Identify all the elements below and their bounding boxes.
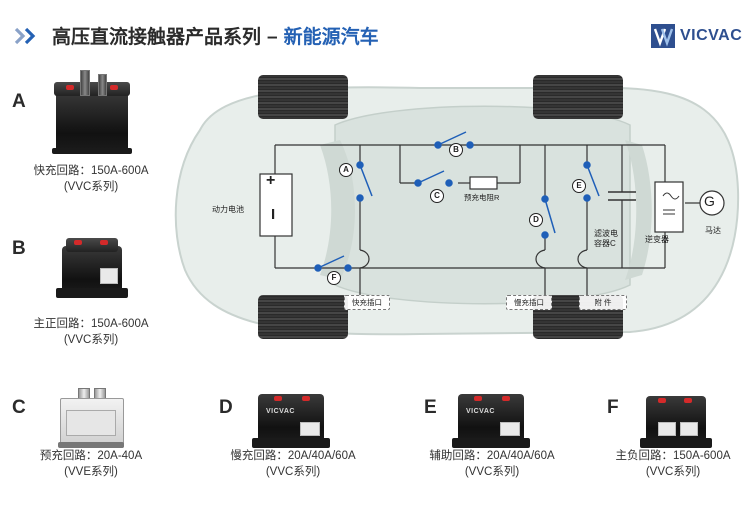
filter-capacitor-line1: 滤波电 xyxy=(594,229,618,238)
switch-label-a: A xyxy=(339,163,353,177)
caption-e-line2: (VVC系列) xyxy=(464,466,520,478)
car-rear-window xyxy=(625,140,652,280)
caption-d-line2: (VVC系列) xyxy=(265,466,321,478)
switch-label-c: C xyxy=(430,189,444,203)
tire-front-left xyxy=(258,75,348,119)
page-title: 高压直流接触器产品系列–新能源汽车 xyxy=(52,22,379,49)
circuit-wires xyxy=(274,144,700,298)
caption-d-line1: 慢充回路：20A/40A/60A xyxy=(230,450,356,462)
caption-c-line1: 预充回路：20A-40A xyxy=(39,450,143,462)
relay-image-b xyxy=(56,232,128,304)
caption-e: 辅助回路：20A/40A/60A (VVC系列) xyxy=(411,448,573,480)
motor-label: 马达 xyxy=(705,226,721,235)
battery-minus-sign: I xyxy=(271,206,276,223)
ev-circuit-diagram xyxy=(174,75,740,339)
caption-e-line1: 辅助回路：20A/40A/60A xyxy=(429,450,555,462)
battery-plus-sign: + xyxy=(266,172,276,189)
relay-image-a xyxy=(52,70,132,158)
slow-charge-port: 慢充插口 xyxy=(506,295,552,310)
caption-f-line1: 主负回路：150A-600A xyxy=(615,450,731,462)
filter-capacitor-label: 滤波电 容器C xyxy=(594,229,618,249)
accessory-port: 附 件 xyxy=(579,295,627,310)
relay-image-e: VICVAC xyxy=(452,388,530,452)
motor-circle xyxy=(699,190,725,216)
switch-label-b: B xyxy=(449,143,463,157)
product-letter-e: E xyxy=(424,397,437,418)
switch-label-f: F xyxy=(327,271,341,285)
vicvac-logo-icon xyxy=(651,24,675,48)
tire-front-right xyxy=(258,295,348,339)
caption-a-line1: 快充回路：150A-600A xyxy=(33,165,149,177)
caption-a-line2: (VVC系列) xyxy=(63,181,119,193)
title-subtitle: 新能源汽车 xyxy=(283,27,379,48)
caption-a: 快充回路：150A-600A (VVC系列) xyxy=(16,163,166,195)
product-letter-f: F xyxy=(607,397,619,418)
precharge-resistor xyxy=(469,176,498,190)
product-letter-a: A xyxy=(12,91,26,112)
title-main: 高压直流接触器产品系列 xyxy=(52,27,262,48)
battery-label: 动力电池 xyxy=(212,205,244,214)
caption-c: 预充回路：20A-40A (VVE系列) xyxy=(16,448,166,480)
caption-f: 主负回路：150A-600A (VVC系列) xyxy=(598,448,748,480)
filter-capacitor-line2: 容器C xyxy=(594,239,616,248)
caption-c-line2: (VVE系列) xyxy=(64,466,118,478)
inverter-box xyxy=(654,181,684,233)
fast-charge-port: 快充插口 xyxy=(344,295,390,310)
caption-f-line2: (VVC系列) xyxy=(645,466,701,478)
switch-label-d: D xyxy=(529,213,543,227)
title-dash: – xyxy=(267,27,278,48)
relay-image-f xyxy=(640,390,712,452)
product-letter-b: B xyxy=(12,238,26,259)
product-letter-d: D xyxy=(219,397,233,418)
brand-logo: VICVAC xyxy=(650,22,742,50)
relay-image-d: VICVAC xyxy=(252,388,330,452)
switch-label-e: E xyxy=(572,179,586,193)
caption-d: 慢充回路：20A/40A/60A (VVC系列) xyxy=(212,448,374,480)
relay-brand-e: VICVAC xyxy=(466,408,495,415)
product-letter-c: C xyxy=(12,397,26,418)
motor-symbol: G xyxy=(704,193,715,209)
chevron-right-icon xyxy=(14,27,36,45)
contactor-switches xyxy=(314,131,600,272)
relay-image-c xyxy=(58,388,124,450)
caption-b-line1: 主正回路：150A-600A xyxy=(33,318,149,330)
relay-brand-d: VICVAC xyxy=(266,408,295,415)
brand-name: VICVAC xyxy=(680,27,743,44)
battery-box xyxy=(259,173,293,237)
inverter-label: 逆变器 xyxy=(645,235,669,244)
car-roof xyxy=(334,105,631,305)
caption-b: 主正回路：150A-600A (VVC系列) xyxy=(16,316,166,348)
caption-b-line2: (VVC系列) xyxy=(63,334,119,346)
tire-rear-left xyxy=(533,75,623,119)
precharge-resistor-label: 预充电阻R xyxy=(464,193,500,202)
